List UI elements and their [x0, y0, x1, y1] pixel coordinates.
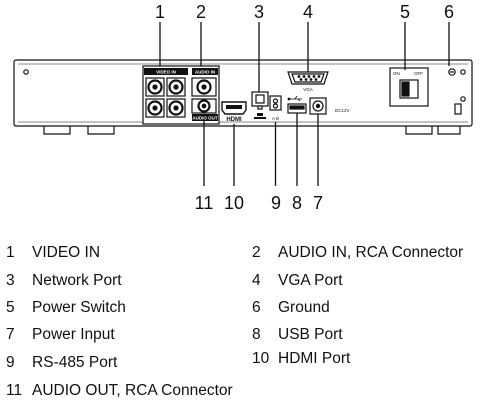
- network-port[interactable]: [251, 91, 269, 110]
- legend-num: 10: [252, 350, 270, 367]
- rs485-label: A B: [272, 116, 279, 121]
- callout-6: 6: [444, 2, 454, 22]
- audio-out-label: AUDIO OUT: [192, 116, 218, 121]
- legend-label: Power Switch: [32, 299, 126, 316]
- legend-num: 3: [6, 272, 15, 289]
- callout-5: 5: [400, 2, 410, 22]
- video-in-connectors[interactable]: [145, 77, 186, 118]
- hdmi-label: HDMI: [226, 117, 242, 123]
- legend-num: 9: [6, 354, 15, 371]
- callout-11: 11: [195, 193, 214, 213]
- legend-item-10: 10 HDMI Port: [252, 350, 350, 368]
- legend-num: 2: [252, 244, 261, 261]
- legend-label: HDMI Port: [278, 350, 351, 367]
- legend-item-6: 6 Ground: [252, 299, 330, 317]
- legend-item-8: 8 USB Port: [252, 326, 343, 344]
- top-leader-lines: [159, 22, 450, 92]
- audio-out-connector[interactable]: [191, 98, 217, 114]
- network-icon: [254, 113, 266, 119]
- legend-num: 5: [6, 299, 15, 316]
- legend-num: 8: [252, 326, 261, 343]
- usb-port[interactable]: [287, 103, 307, 114]
- legend-item-3: 3 Network Port: [6, 272, 122, 290]
- power-input-port[interactable]: [309, 97, 327, 115]
- legend-label: VGA Port: [278, 272, 343, 289]
- legend-item-7: 7 Power Input: [6, 326, 115, 344]
- legend-label: AUDIO IN, RCA Connector: [278, 244, 464, 261]
- legend-label: RS-485 Port: [32, 354, 118, 371]
- callout-9: 9: [271, 193, 281, 213]
- port-legend: 1 VIDEO IN 2 AUDIO IN, RCA Connector 3 Netw…: [0, 240, 488, 402]
- rs485-port[interactable]: [269, 95, 282, 111]
- legend-label: Ground: [278, 299, 330, 316]
- ground-terminal[interactable]: [448, 68, 456, 76]
- legend-label: Network Port: [32, 272, 122, 289]
- callout-4: 4: [303, 2, 313, 22]
- legend-label: USB Port: [278, 326, 343, 343]
- rear-panel-diagram: 1 2 3 4 5 6 VIDEO IN AUDIO IN: [13, 2, 473, 213]
- switch-on-label: ON: [393, 71, 400, 76]
- video-in-label: VIDEO IN: [156, 70, 176, 75]
- vga-label: VGA: [303, 87, 313, 92]
- legend-item-2: 2 AUDIO IN, RCA Connector: [252, 244, 463, 262]
- hdmi-port[interactable]: [221, 101, 247, 115]
- audio-in-label: AUDIO IN: [195, 70, 215, 75]
- bottom-leader-lines: [203, 113, 319, 186]
- legend-item-1: 1 VIDEO IN: [6, 244, 100, 262]
- callout-8: 8: [292, 193, 302, 213]
- callout-1: 1: [155, 2, 165, 22]
- legend-item-5: 5 Power Switch: [6, 299, 126, 317]
- av-module: VIDEO IN AUDIO IN: [142, 65, 220, 125]
- dc-label: DC12V: [335, 108, 350, 113]
- usb-icon: [287, 95, 302, 102]
- legend-item-9: 9 RS-485 Port: [6, 354, 117, 372]
- legend-num: 6: [252, 299, 261, 316]
- callout-2: 2: [196, 2, 206, 22]
- legend-label: Power Input: [32, 326, 115, 343]
- callout-10: 10: [224, 193, 244, 213]
- legend-num: 1: [6, 244, 15, 261]
- device-chassis: [13, 59, 473, 135]
- legend-label: AUDIO OUT, RCA Connector: [32, 382, 233, 399]
- legend-item-4: 4 VGA Port: [252, 272, 343, 290]
- legend-num: 4: [252, 272, 261, 289]
- callout-3: 3: [254, 2, 264, 22]
- legend-item-11: 11 AUDIO OUT, RCA Connector: [6, 382, 233, 400]
- vga-port[interactable]: [287, 71, 329, 85]
- power-switch[interactable]: [389, 67, 429, 107]
- legend-label: VIDEO IN: [32, 244, 101, 261]
- callout-7: 7: [313, 193, 323, 213]
- switch-off-label: OFF: [414, 71, 423, 76]
- legend-num: 7: [6, 326, 15, 343]
- audio-in-connector[interactable]: [191, 77, 217, 97]
- legend-num: 11: [6, 382, 23, 399]
